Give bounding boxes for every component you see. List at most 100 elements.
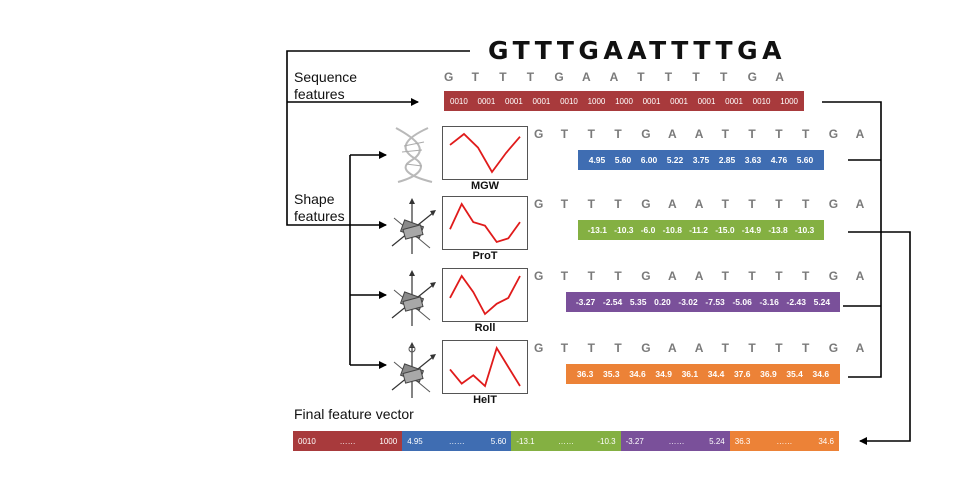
encoding-value: 1000 [587, 96, 606, 106]
helt-letter: A [694, 341, 704, 355]
prot-value: -10.3 [614, 225, 634, 235]
roll-value: 0.20 [654, 297, 671, 307]
final-vector-start: 36.3 [734, 436, 751, 446]
prot-letter: T [721, 197, 729, 211]
prot-profile-plot [442, 196, 528, 250]
final-vector-segment: -13.1……-10.3 [511, 431, 621, 451]
encoding-value: 0010 [752, 96, 771, 106]
helt-value: 34.9 [655, 369, 672, 379]
encoding-value: 0010 [560, 96, 578, 106]
mgw-letter: G [828, 127, 839, 141]
roll-letter: T [748, 269, 756, 283]
sequence-letter: T [664, 70, 673, 84]
sequence-letter: G [554, 70, 564, 84]
helt-value: 36.3 [576, 369, 594, 379]
roll-letter: T [560, 269, 569, 283]
roll-letter: A [668, 269, 677, 283]
mgw-letter: A [694, 127, 704, 141]
prot-letter: T [775, 197, 783, 211]
mgw-value: 6.00 [640, 155, 658, 165]
final-vector-end: 5.24 [709, 436, 725, 446]
prot-letter: A [668, 197, 677, 211]
mgw-value: 5.60 [796, 155, 814, 165]
final-feature-vector-label: Final feature vector [294, 406, 414, 422]
arrow-to-prot [286, 50, 470, 229]
mgw-value: 4.95 [588, 155, 606, 165]
mgw-letter: T [802, 127, 810, 141]
helt-value: 36.1 [681, 369, 699, 379]
encoding-value: 1000 [615, 96, 633, 106]
helt-value: 36.9 [760, 369, 777, 379]
right-bracket [822, 101, 882, 378]
sequence-letter: T [692, 70, 700, 84]
final-vector-start: -3.27 [625, 436, 644, 446]
roll-value: -2.43 [786, 297, 806, 307]
sequence-letter: T [637, 70, 645, 84]
helt-letter: T [560, 341, 569, 355]
prot-letter: T [587, 197, 595, 211]
prot-letter: T [802, 197, 810, 211]
helt-value: 34.4 [707, 369, 725, 379]
arrow-to-final-vector [848, 231, 911, 445]
helt-letter: T [721, 341, 729, 355]
helt-letter: T [748, 341, 756, 355]
sequence-letter: A [775, 70, 784, 84]
mgw-letter: T [775, 127, 783, 141]
prot-letter: T [748, 197, 756, 211]
final-vector-end: 34.6 [818, 436, 834, 446]
mgw-value: 2.85 [718, 155, 736, 165]
final-vector-dots: …… [339, 436, 356, 446]
roll-value: -3.27 [575, 297, 596, 307]
final-vector-dots: …… [448, 436, 465, 446]
encoding-value: 0001 [697, 96, 716, 106]
profile-line [449, 274, 521, 316]
sequence-features-label: Sequence features [294, 69, 358, 102]
final-vector-dots: …… [557, 436, 574, 446]
final-vector-end: 1000 [379, 436, 398, 446]
mgw-letter: A [668, 127, 677, 141]
mgw-value: 5.22 [666, 155, 684, 165]
roll-letter: G [641, 269, 651, 283]
mgw-value: 5.60 [614, 155, 632, 165]
prot-value: -15.0 [715, 225, 735, 235]
prot-value: -10.8 [662, 225, 682, 235]
encoding-value: 0001 [670, 96, 688, 106]
mgw-value: 3.63 [744, 155, 762, 165]
final-vector-start: 4.95 [407, 436, 423, 446]
helt-letter: G [641, 341, 651, 355]
mgw-letter: G [641, 127, 651, 141]
roll-letter: T [775, 269, 783, 283]
mgw-value: 3.75 [692, 155, 710, 165]
mgw-structure-icon [388, 126, 440, 189]
roll-value: -3.02 [678, 297, 698, 307]
roll-value: 5.35 [629, 297, 647, 307]
mgw-letter: T [614, 127, 622, 141]
helt-plot-name: HelT [473, 394, 497, 406]
encoding-value: 0001 [642, 96, 661, 106]
profile-line [449, 345, 521, 388]
profile-line [449, 202, 521, 244]
roll-letter: T [587, 269, 595, 283]
mgw-letter: G [534, 127, 544, 141]
prot-letter: G [534, 197, 544, 211]
roll-profile-plot [442, 268, 528, 322]
roll-value: -2.54 [602, 297, 623, 307]
helt-value: 34.6 [812, 369, 830, 379]
mgw-letter: T [587, 127, 595, 141]
helt-letter: T [587, 341, 595, 355]
roll-value: -7.53 [705, 297, 725, 307]
helt-letter: G [828, 341, 839, 355]
prot-plot-name: ProT [472, 250, 498, 262]
final-vector-segment: 4.95……5.60 [402, 431, 512, 451]
helt-value: 34.6 [629, 369, 646, 379]
roll-letter: T [802, 269, 810, 283]
sequence-letter: A [609, 70, 619, 84]
encoding-value: 0001 [477, 96, 496, 106]
roll-letter: G [828, 269, 839, 283]
